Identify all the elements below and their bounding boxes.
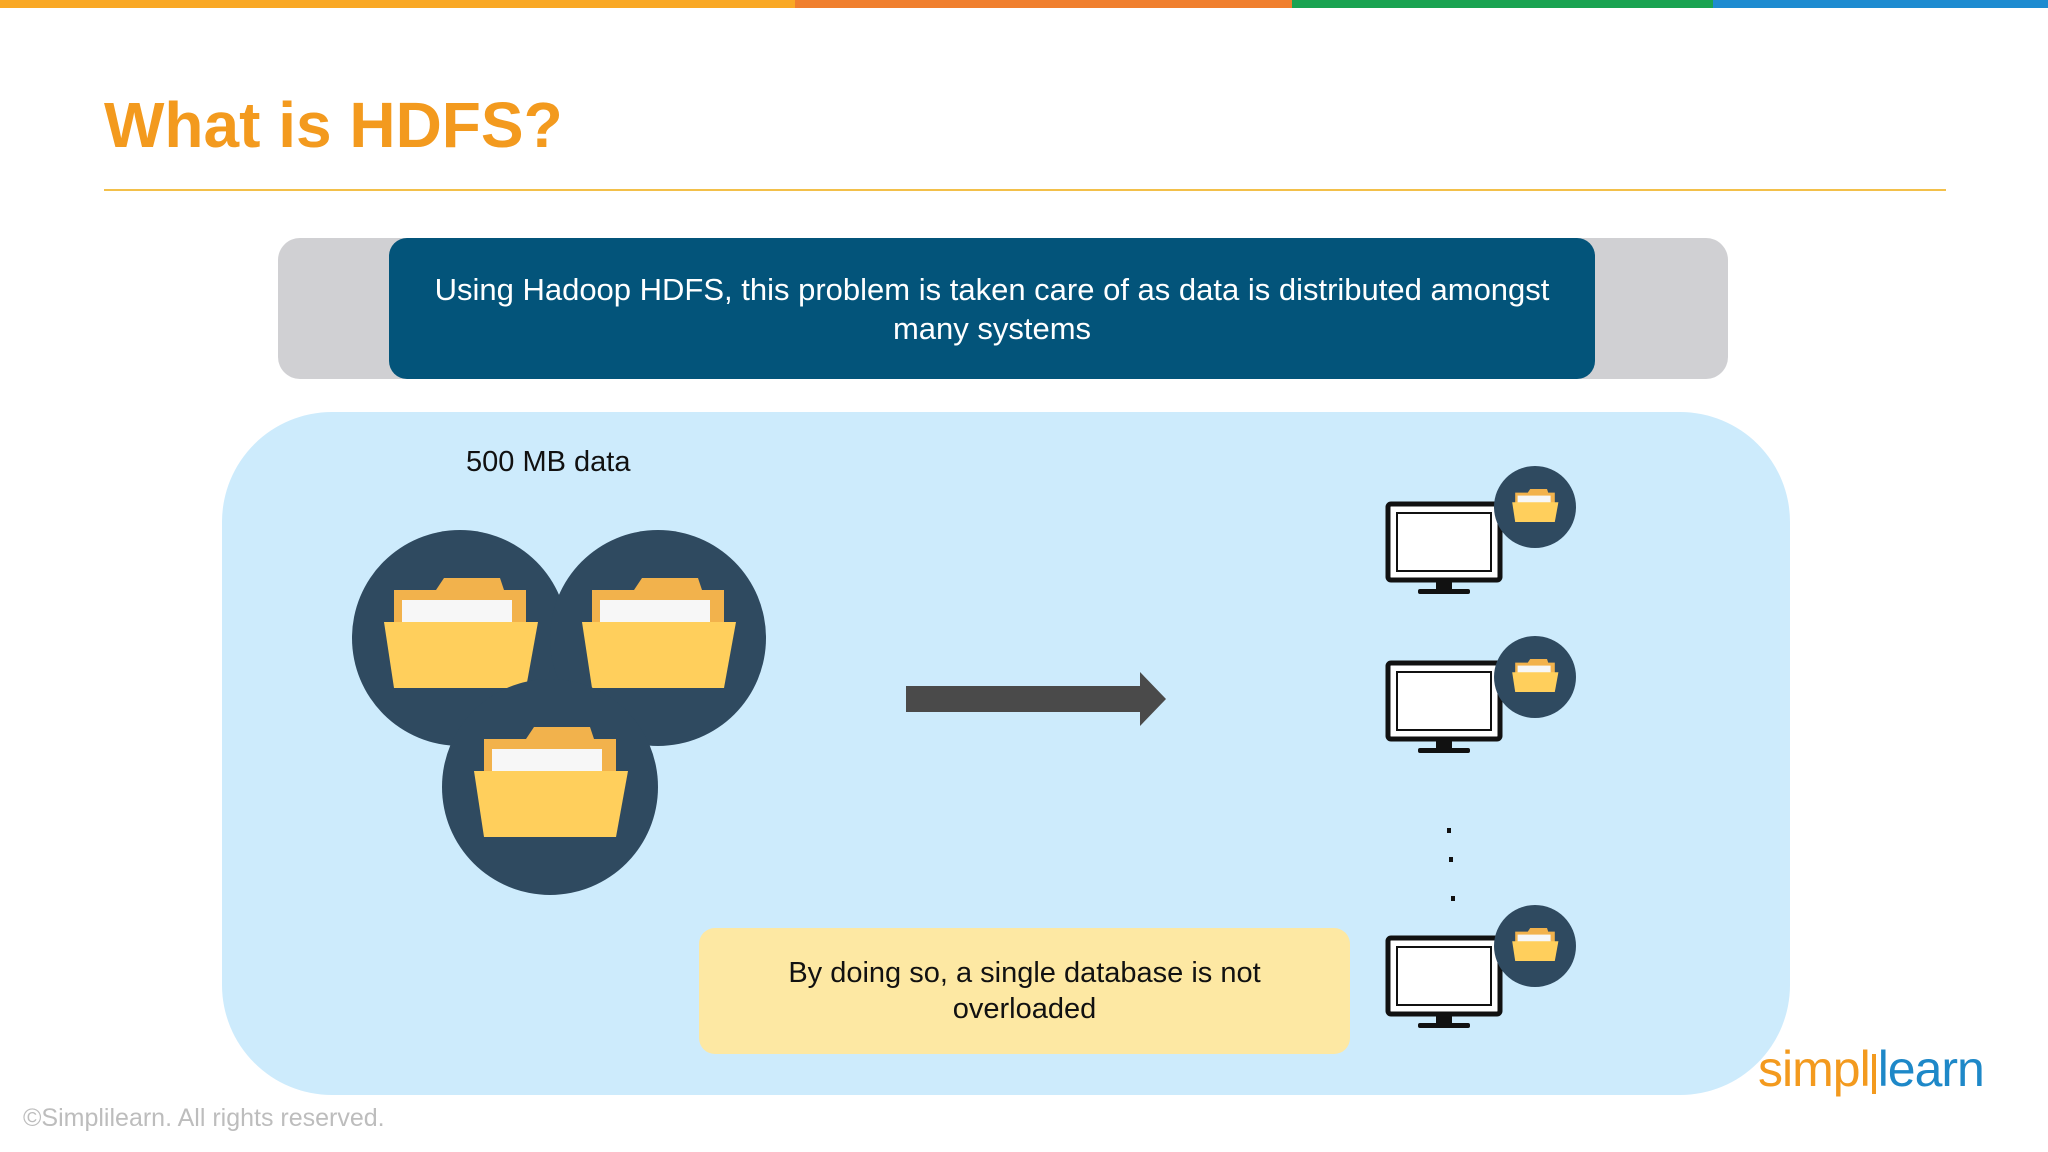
slide-title: What is HDFS? xyxy=(104,89,563,161)
logo-bar xyxy=(1871,1054,1876,1094)
top-bar-segment-green xyxy=(1292,0,1713,8)
top-bar-segment-red xyxy=(795,0,1292,8)
copyright-text: ©Simplilearn. All rights reserved. xyxy=(23,1104,385,1132)
note-box: By doing so, a single database is not ov… xyxy=(699,928,1350,1054)
folder-icon xyxy=(442,679,658,895)
monitor-icon xyxy=(1388,466,1576,594)
title-divider xyxy=(104,189,1946,191)
monitor-icon xyxy=(1388,905,1576,1028)
logo-text-right: learn xyxy=(1877,1041,1985,1097)
top-bar-segment-orange xyxy=(0,0,795,8)
logo-text-left: simpl xyxy=(1758,1041,1871,1097)
monitor-icon xyxy=(1388,636,1576,753)
right-arrow-icon xyxy=(906,672,1166,726)
folder-cluster xyxy=(352,530,766,895)
folder-icon xyxy=(550,530,766,746)
top-bar-segment-blue xyxy=(1713,0,2048,8)
top-color-bar xyxy=(0,0,2048,8)
data-size-label: 500 MB data xyxy=(466,446,631,478)
vertical-ellipsis-icon xyxy=(1447,828,1455,901)
banner-message: Using Hadoop HDFS, this problem is taken… xyxy=(389,238,1595,379)
